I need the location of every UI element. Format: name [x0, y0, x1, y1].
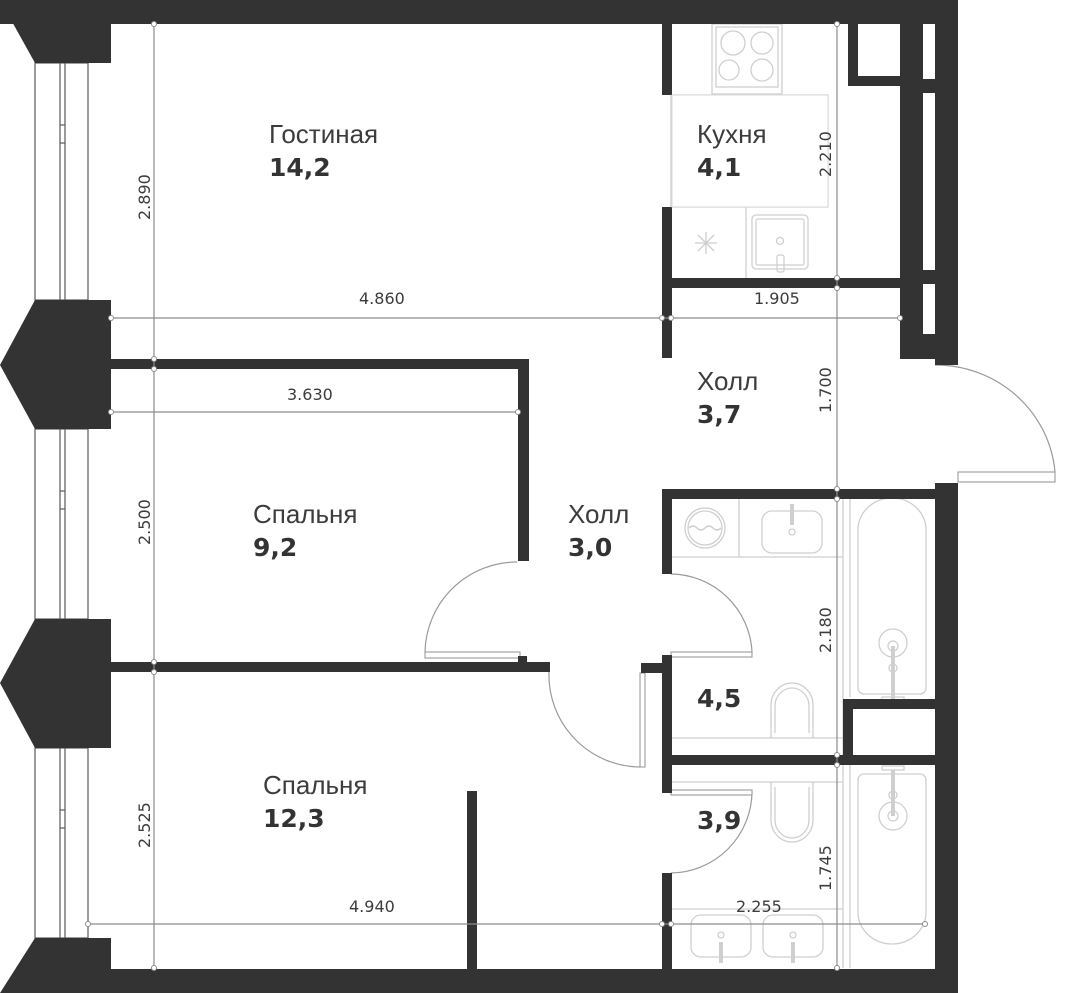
bedroom-large-door[interactable]	[548, 671, 646, 768]
dim-bedroom-small-width: 3.630	[287, 385, 333, 404]
room-area: 4,1	[697, 153, 741, 182]
dimension-lines	[85, 21, 928, 971]
dim-bedroom-large-height: 2.525	[135, 802, 154, 848]
dim-bedroom-large-width: 4.940	[349, 897, 395, 916]
dim-kitchen-width: 1.905	[754, 289, 800, 308]
room-area: 9,2	[253, 533, 297, 562]
bathroom-2-sink-right-icon	[762, 914, 824, 963]
room-name: Спальня	[263, 770, 367, 800]
kitchen-sink-icon	[751, 214, 809, 273]
room-area: 12,3	[263, 804, 325, 833]
freezer-symbol-icon	[695, 232, 717, 254]
walls	[0, 0, 958, 993]
room-name: Спальня	[253, 499, 357, 529]
room-name: Кухня	[697, 119, 767, 149]
room-kitchen[interactable]: Кухня 4,1	[697, 119, 767, 182]
room-area: 3,0	[568, 533, 612, 562]
bathroom-2-sink-left-icon	[690, 914, 752, 963]
room-bathroom-1[interactable]: 4,5	[697, 684, 741, 713]
room-area: 3,7	[697, 400, 741, 429]
dim-bathroom-2-height: 1.745	[816, 845, 835, 891]
room-labels: Гостиная 14,2 Кухня 4,1 Холл 3,7 Холл 3,…	[253, 119, 767, 835]
dim-bathroom-2-width: 2.255	[736, 897, 782, 916]
dim-kitchen-height: 2.210	[816, 131, 835, 177]
bathroom-2-toilet-icon	[770, 782, 814, 843]
window-living	[34, 62, 89, 301]
windows	[34, 62, 89, 939]
room-hall-entry[interactable]: Холл 3,7	[697, 366, 758, 429]
bathtub-2-icon	[849, 765, 927, 968]
dim-bathroom-1-height: 2.180	[816, 607, 835, 653]
room-bedroom-large[interactable]: Спальня 12,3	[263, 770, 367, 833]
room-bedroom-small[interactable]: Спальня 9,2	[253, 499, 357, 562]
room-name: Холл	[568, 499, 629, 529]
bathtub-1-icon	[849, 497, 927, 702]
dimension-labels: 4.860 2.890 2.210 1.905 1.700 3.630 2.50…	[135, 131, 835, 916]
room-hall-inner[interactable]: Холл 3,0	[568, 499, 629, 562]
room-living[interactable]: Гостиная 14,2	[269, 119, 378, 182]
window-bedroom-small	[34, 428, 89, 620]
room-name: Холл	[697, 366, 758, 396]
room-bathroom-2[interactable]: 3,9	[697, 806, 741, 835]
room-area: 3,9	[697, 806, 741, 835]
bathroom-2-counter	[671, 765, 844, 968]
bathroom-1-sink-icon	[761, 504, 823, 554]
washing-machine-icon	[684, 507, 726, 549]
room-area: 4,5	[697, 684, 741, 713]
bathroom-1-counter	[671, 498, 844, 755]
doors	[424, 364, 1056, 874]
bedroom-small-door[interactable]	[424, 561, 521, 659]
bathroom-1-door[interactable]	[670, 573, 753, 658]
room-name: Гостиная	[269, 119, 378, 149]
bathroom-1-toilet-icon	[770, 682, 814, 738]
dim-bedroom-small-height: 2.500	[135, 499, 154, 545]
window-bedroom-large	[34, 747, 89, 939]
entrance-door[interactable]	[934, 364, 1056, 483]
room-area: 14,2	[269, 153, 331, 182]
dim-living-width: 4.860	[359, 289, 405, 308]
dim-hall-height: 1.700	[816, 367, 835, 413]
cooktop-icon	[711, 23, 783, 95]
dim-living-height: 2.890	[135, 174, 154, 220]
